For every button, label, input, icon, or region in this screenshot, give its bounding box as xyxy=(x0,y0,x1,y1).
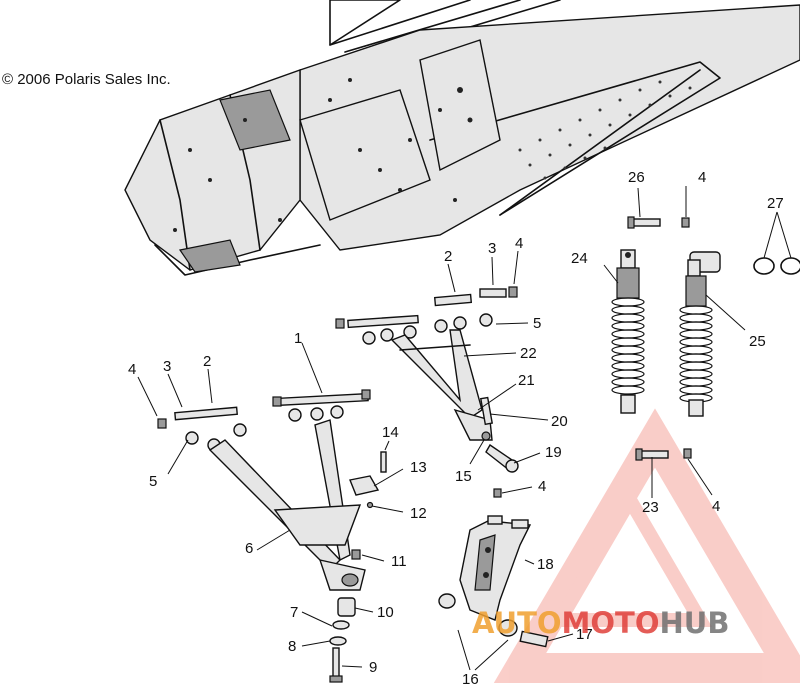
watermark-logo xyxy=(493,408,800,683)
callout-6: 6 xyxy=(245,540,253,557)
callout-17: 17 xyxy=(576,626,593,643)
bolt-14 xyxy=(380,451,387,473)
callout-26: 26 xyxy=(628,169,645,186)
shock-bolt-23 xyxy=(635,448,669,461)
copyright-notice: © 2006 Polaris Sales Inc. xyxy=(2,71,171,88)
callout-21: 21 xyxy=(518,372,535,389)
nut-15 xyxy=(481,431,491,441)
callout-22: 22 xyxy=(520,345,537,362)
callout-27: 27 xyxy=(767,195,784,212)
callout-20: 20 xyxy=(551,413,568,430)
frame-holes xyxy=(173,78,473,232)
leader-lines xyxy=(137,186,792,671)
nut-11 xyxy=(351,549,361,560)
callout-11: 11 xyxy=(391,553,407,570)
callout-2-upper: 2 xyxy=(444,248,452,265)
ball-joint-10 xyxy=(337,597,356,617)
hose-clamps-27 xyxy=(753,257,800,275)
nut-12 xyxy=(366,501,374,509)
chassis-frame xyxy=(124,0,800,276)
spindle-18 xyxy=(459,515,532,621)
callout-10: 10 xyxy=(377,604,394,621)
callout-2-lower: 2 xyxy=(203,353,211,370)
shock-nut-4-upper xyxy=(681,217,690,228)
bolt-9 xyxy=(329,647,343,683)
callout-15: 15 xyxy=(455,468,472,485)
bumper-13 xyxy=(349,475,380,496)
callout-25: 25 xyxy=(749,333,766,350)
watermark-text: AUTOMOTOHUB xyxy=(472,606,729,640)
svg-text:AUTOMOTOHUB: AUTOMOTOHUB xyxy=(472,606,729,640)
front-shock-absorber-25 xyxy=(679,251,721,417)
callout-1: 1 xyxy=(294,330,302,347)
callout-13: 13 xyxy=(410,459,427,476)
callout-4-shock-bottom: 4 xyxy=(712,498,720,515)
callout-3-upper: 3 xyxy=(488,240,496,257)
callout-4-upper-arm: 4 xyxy=(515,235,523,252)
running-board-holes xyxy=(518,80,692,180)
watermark-part-hub: HUB xyxy=(660,606,730,640)
pin-20 xyxy=(479,396,494,426)
callout-5-lower: 5 xyxy=(149,473,157,490)
callout-23: 23 xyxy=(642,499,659,516)
tie-rod-end-19 xyxy=(485,443,519,473)
callout-18: 18 xyxy=(537,556,554,573)
callout-3-lower: 3 xyxy=(163,358,171,375)
callout-14: 14 xyxy=(382,424,399,441)
bushings-16 xyxy=(438,593,518,637)
callout-4-tierod: 4 xyxy=(538,478,546,495)
shock-nut-4-lower xyxy=(683,448,692,459)
nut-4-tierod xyxy=(493,488,502,498)
callout-5-upper: 5 xyxy=(533,315,541,332)
watermark-part-auto: AUTO xyxy=(472,606,562,640)
callout-19: 19 xyxy=(545,444,562,461)
callout-8: 8 xyxy=(288,638,296,655)
watermark-part-moto: MOTO xyxy=(562,606,660,640)
lower-a-arm-6 xyxy=(157,389,371,591)
callout-12: 12 xyxy=(410,505,427,522)
shock-bolt-26 xyxy=(627,216,661,229)
front-shock-absorber-24 xyxy=(611,249,645,414)
callout-9: 9 xyxy=(369,659,377,676)
callout-16: 16 xyxy=(462,671,479,687)
pin-17 xyxy=(519,630,549,648)
callout-24: 24 xyxy=(571,250,588,267)
callout-4-shock-top: 4 xyxy=(698,169,706,186)
upper-a-arm-22 xyxy=(335,286,518,441)
callout-numbers: 1 2 2 3 3 4 4 4 4 4 5 5 6 7 8 9 10 11 12… xyxy=(128,169,784,687)
callout-4-lower-arm: 4 xyxy=(128,361,136,378)
callout-7: 7 xyxy=(290,604,298,621)
washer-8 xyxy=(329,636,347,646)
washer-7 xyxy=(332,620,350,630)
